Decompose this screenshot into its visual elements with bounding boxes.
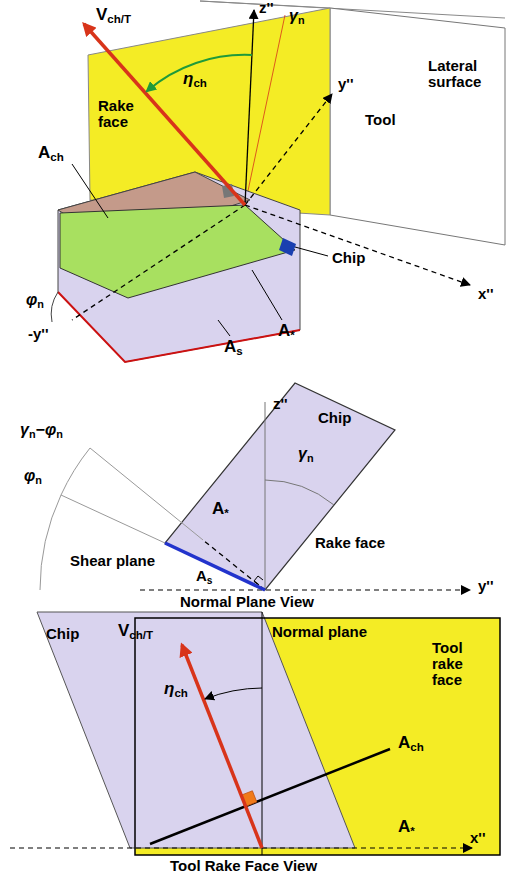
plane-label: Normal plane: [272, 624, 367, 640]
part-label: Chip: [46, 626, 79, 642]
panel-3d: [51, 1, 505, 362]
axis-label: y'': [338, 76, 354, 92]
velocity-label: Vch/T: [118, 622, 153, 640]
angle-label: ηch: [164, 680, 188, 698]
area-label: As: [196, 568, 213, 584]
axis-label: z'': [259, 0, 274, 16]
area-label: Ach: [398, 734, 424, 752]
area-label: A*: [398, 818, 415, 836]
view-title: Normal Plane View: [180, 594, 314, 610]
view-title: Tool Rake Face View: [170, 858, 317, 874]
axis-label: y'': [478, 578, 494, 594]
angle-label: ηch: [183, 70, 207, 88]
axis-label: z'': [273, 396, 288, 412]
angle-label: φn: [26, 292, 44, 309]
panel-normal-plane: [40, 383, 470, 590]
velocity-label: Vch/T: [96, 6, 131, 24]
angle-label: φn: [24, 468, 42, 485]
surface-label: Lateral surface: [428, 58, 492, 90]
area-label: As: [224, 338, 243, 356]
surface-label: Tool rake face: [432, 640, 488, 687]
area-label: A*: [278, 322, 295, 340]
area-label: Ach: [38, 144, 64, 162]
angle-label: γn−φn: [20, 422, 63, 439]
axis-label: x'': [478, 286, 494, 302]
surface-label: Rake face: [98, 98, 142, 130]
part-label: Tool: [365, 112, 396, 128]
plane-label: Shear plane: [70, 553, 155, 569]
axis-label: x'': [470, 830, 486, 846]
axis-label: -y'': [28, 326, 49, 342]
angle-label: γn: [298, 446, 314, 463]
area-label: A*: [212, 500, 229, 518]
panel-rake-face: [10, 612, 500, 855]
part-label: Chip: [318, 410, 351, 426]
part-label: Chip: [332, 250, 365, 266]
surface-label: Rake face: [315, 535, 385, 551]
angle-label: γn: [289, 8, 305, 25]
